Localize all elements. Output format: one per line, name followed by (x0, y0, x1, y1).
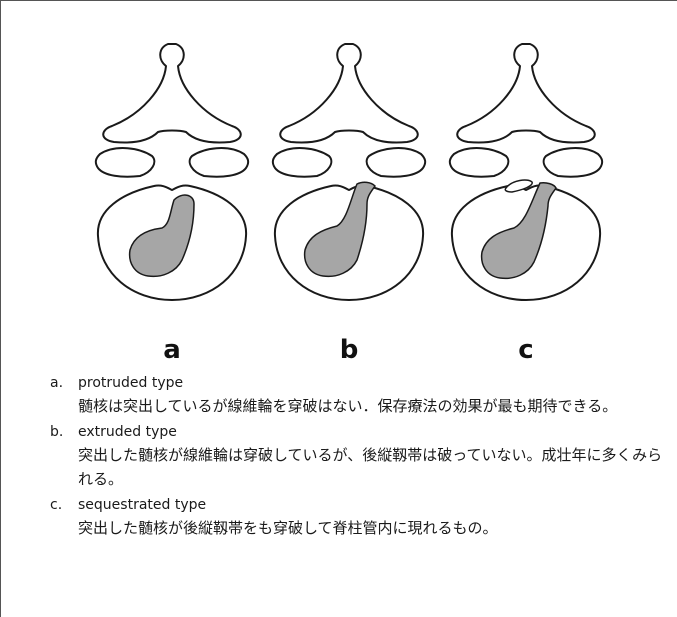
caption-item-b: b.extruded type 突出した髄核が線維輪は穿破しているが、後縦靱帯は… (50, 421, 670, 491)
caption-type: sequestrated type (78, 497, 206, 513)
posterior-arch (457, 44, 595, 143)
left-facet (273, 148, 332, 177)
posterior-arch (280, 44, 418, 143)
caption-item-a: a.protruded type 髄核は突出しているが線維輪を穿破はない．保存療… (50, 372, 670, 418)
right-facet (190, 148, 249, 177)
caption-list: a.protruded type 髄核は突出しているが線維輪を穿破はない．保存療… (50, 372, 670, 543)
panel-b (259, 28, 439, 308)
panel-c (436, 28, 616, 308)
left-facet (96, 148, 155, 177)
caption-head: b.extruded type (50, 421, 670, 443)
caption-item-c: c.sequestrated type 突出した髄核が後縦靱帯をも穿破して脊柱管… (50, 494, 670, 540)
panel-label-b: b (259, 335, 439, 365)
caption-type: protruded type (78, 375, 183, 391)
caption-head: a.protruded type (50, 372, 670, 394)
caption-text: 髄核は突出しているが線維輪を穿破はない．保存療法の効果が最も期待できる。 (50, 394, 670, 418)
right-facet (544, 148, 603, 177)
left-facet (450, 148, 509, 177)
panel-label-c: c (436, 335, 616, 365)
vertebra-c-illustration (436, 28, 616, 308)
vertebra-figure: a b c (0, 0, 677, 370)
caption-type: extruded type (78, 424, 177, 440)
right-facet (367, 148, 426, 177)
caption-letter: c. (50, 494, 78, 516)
caption-text: 突出した髄核が後縦靱帯をも穿破して脊柱管内に現れるもの。 (50, 516, 670, 540)
caption-letter: b. (50, 421, 78, 443)
panel-label-a: a (82, 335, 262, 365)
vertebra-a-illustration (82, 28, 262, 308)
posterior-arch (103, 44, 241, 143)
caption-text: 突出した髄核が線維輪は穿破しているが、後縦靱帯は破っていない。成壮年に多くみられ… (50, 443, 670, 491)
panel-a (82, 28, 262, 308)
caption-head: c.sequestrated type (50, 494, 670, 516)
caption-letter: a. (50, 372, 78, 394)
vertebra-b-illustration (259, 28, 439, 308)
